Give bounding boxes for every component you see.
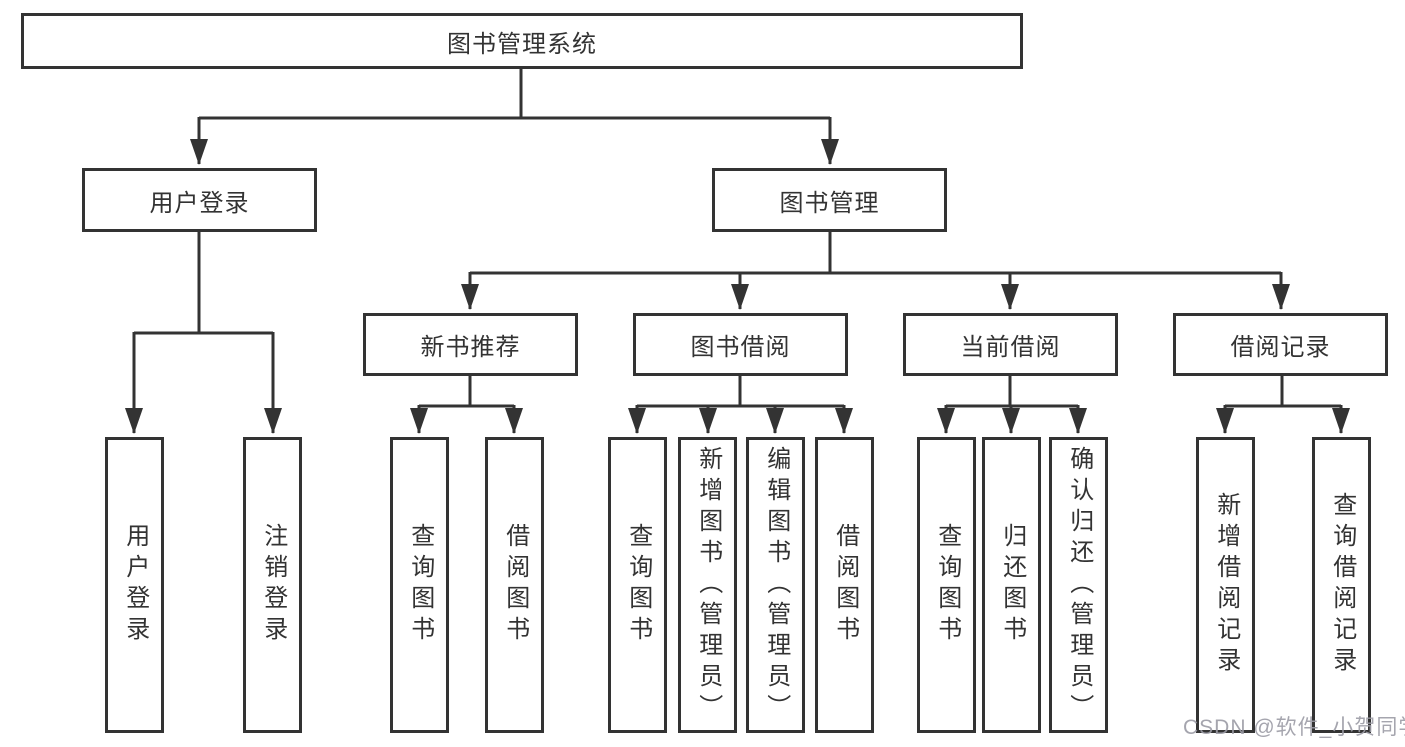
- node-leaf-return-books: 归还图书: [982, 437, 1041, 733]
- node-label: 查询图书: [406, 523, 434, 647]
- node-leaf-query-borrow-record: 查询借阅记录: [1312, 437, 1371, 733]
- node-label: 借阅图书: [501, 523, 529, 647]
- node-label: 图书管理系统: [447, 30, 597, 58]
- node-user-login: 用户登录: [82, 168, 317, 232]
- node-leaf-edit-books-admin: 编辑图书（管理员）: [746, 437, 805, 733]
- node-leaf-query-books: 查询图书: [917, 437, 976, 733]
- node-leaf-borrow-books: 借阅图书: [485, 437, 544, 733]
- node-library-management-system: 图书管理系统: [21, 13, 1023, 69]
- node-book-borrow: 图书借阅: [633, 313, 848, 376]
- node-book-management: 图书管理: [712, 168, 947, 232]
- node-label: 确认归还（管理员）: [1065, 445, 1093, 725]
- node-label: 归还图书: [998, 523, 1026, 647]
- node-label: 编辑图书（管理员）: [762, 445, 790, 725]
- node-leaf-query-books: 查询图书: [390, 437, 449, 733]
- node-label: 新增借阅记录: [1212, 492, 1240, 678]
- node-label: 查询图书: [933, 523, 961, 647]
- node-label: 注销登录: [259, 523, 287, 647]
- node-leaf-borrow-books: 借阅图书: [815, 437, 874, 733]
- node-label: 查询借阅记录: [1328, 492, 1356, 678]
- node-borrow-records: 借阅记录: [1173, 313, 1388, 376]
- node-leaf-confirm-return-admin: 确认归还（管理员）: [1049, 437, 1108, 733]
- node-leaf-logout: 注销登录: [243, 437, 302, 733]
- node-label: 新书推荐: [420, 334, 521, 361]
- node-leaf-add-borrow-record: 新增借阅记录: [1196, 437, 1255, 733]
- node-label: 图书管理: [779, 189, 880, 217]
- csdn-watermark: CSDN @软件_小贺同学: [1183, 716, 1405, 739]
- node-label: 用户登录: [149, 189, 250, 217]
- node-current-borrow: 当前借阅: [903, 313, 1118, 376]
- node-leaf-query-books: 查询图书: [608, 437, 667, 733]
- node-leaf-add-books-admin: 新增图书（管理员）: [678, 437, 737, 733]
- node-label: 借阅记录: [1230, 334, 1331, 361]
- node-label: 新增图书（管理员）: [694, 445, 722, 725]
- node-label: 查询图书: [624, 523, 652, 647]
- node-new-book-recommend: 新书推荐: [363, 313, 578, 376]
- node-label: 借阅图书: [831, 523, 859, 647]
- node-leaf-user-login: 用户登录: [105, 437, 164, 733]
- node-label: 图书借阅: [690, 334, 791, 361]
- node-label: 用户登录: [121, 523, 149, 647]
- node-label: 当前借阅: [960, 334, 1061, 361]
